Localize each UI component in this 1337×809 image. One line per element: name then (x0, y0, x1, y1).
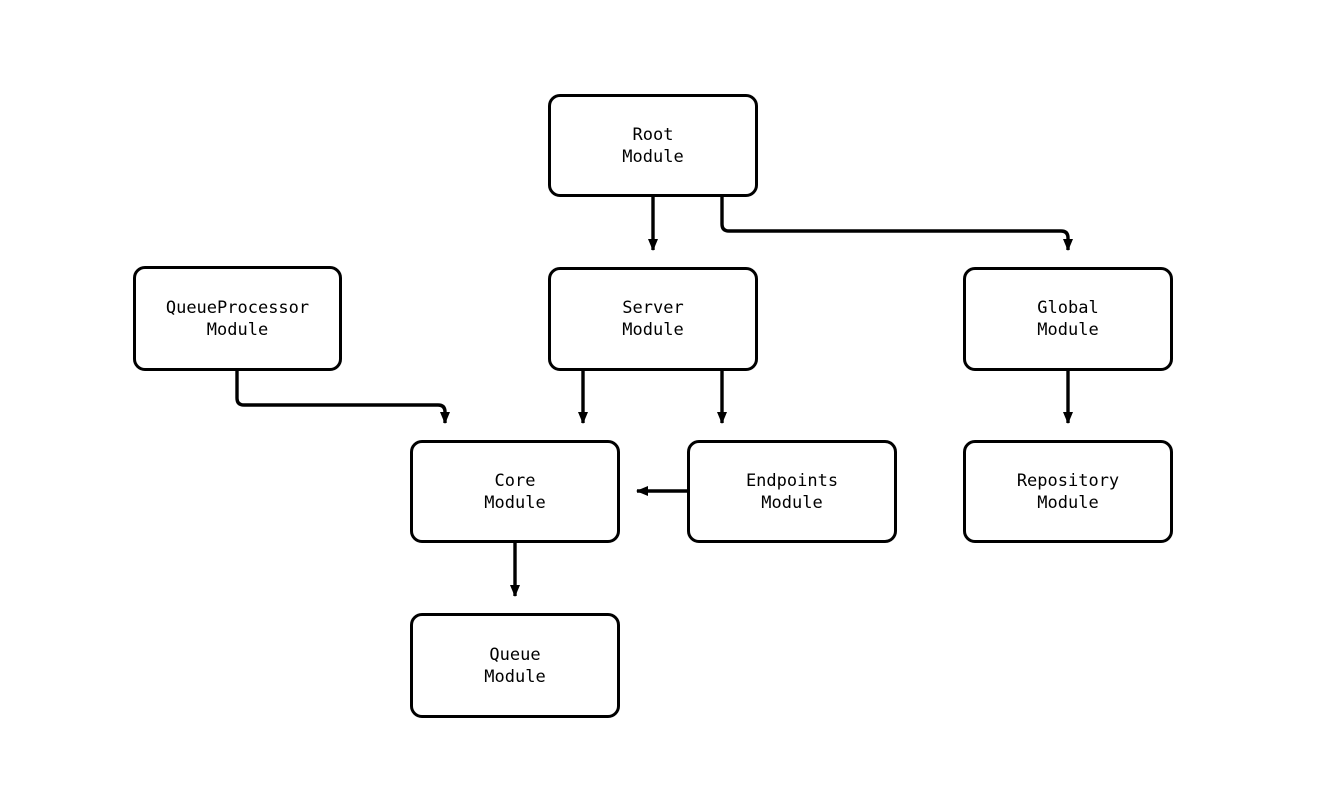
node-server-label-line2: Module (622, 320, 684, 340)
node-queueprocessor-label-line2: Module (206, 319, 269, 340)
node-endpoints-label-line1: Endpoints (745, 470, 839, 491)
edge-root-to-global (720, 197, 1073, 251)
node-endpoints[interactable]: Endpoints Module (687, 440, 897, 543)
node-queue[interactable]: Queue Module (410, 613, 620, 718)
node-queueprocessor[interactable]: QueueProcessor Module (133, 266, 342, 371)
node-queue-label-line2: Module (484, 666, 546, 687)
node-global-label-line1: Global (1037, 298, 1099, 318)
node-repository-label-line2: Module (1037, 492, 1099, 513)
edge-queueprocessor-to-core (235, 371, 450, 424)
node-server-label-line1: Server (622, 298, 684, 318)
node-global[interactable]: Global Module (963, 267, 1173, 371)
node-repository[interactable]: Repository Module (963, 440, 1173, 543)
node-root[interactable]: Root Module (548, 94, 758, 197)
node-queueprocessor-label-line1: QueueProcessor (165, 297, 310, 318)
node-repository-label-line1: Repository (1016, 470, 1120, 491)
node-core-label-line1: Core (494, 470, 536, 491)
node-queue-label-line1: Queue (489, 644, 541, 665)
node-root-label-line2: Module (622, 146, 684, 167)
node-core-label-line2: Module (484, 492, 546, 513)
node-global-label-line2: Module (1037, 320, 1099, 340)
node-endpoints-label-line2: Module (761, 492, 823, 513)
node-core[interactable]: Core Module (410, 440, 620, 543)
node-root-label-line1: Root (632, 124, 674, 145)
node-server[interactable]: Server Module (548, 267, 758, 371)
